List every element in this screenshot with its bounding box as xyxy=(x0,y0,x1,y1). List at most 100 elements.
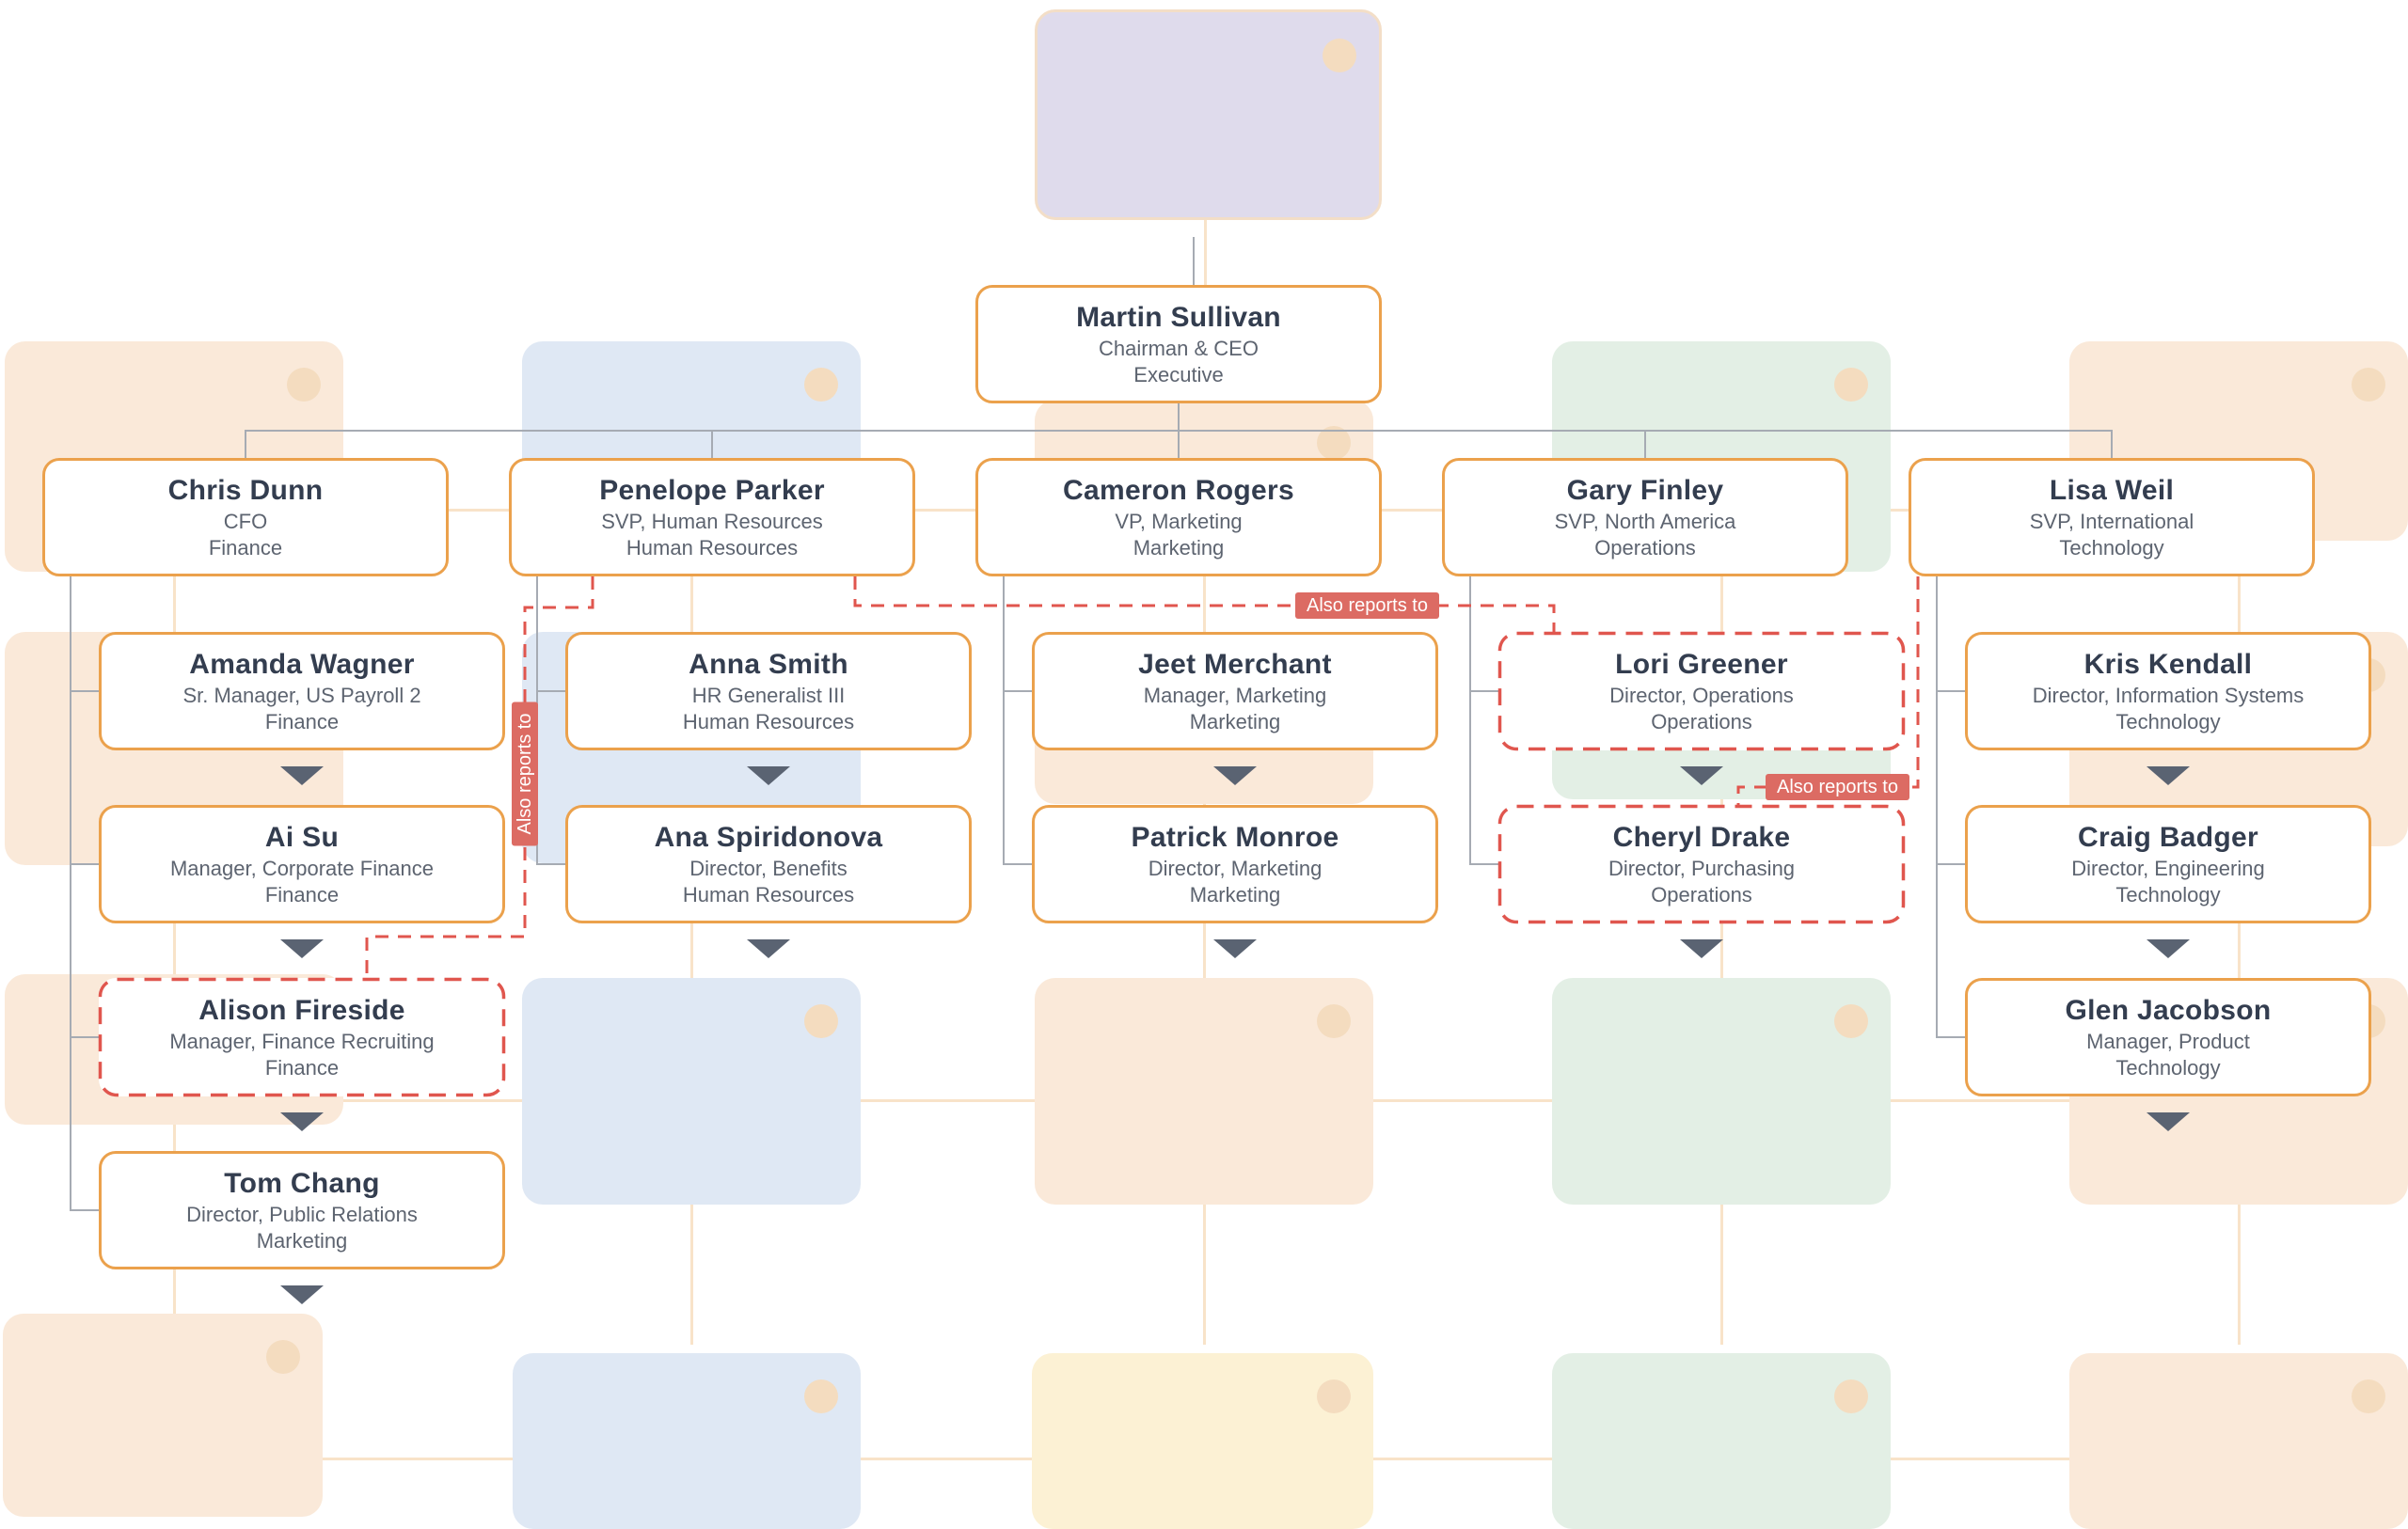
expand-collapsed-reports-icon[interactable] xyxy=(1213,766,1257,785)
person-name: Chris Dunn xyxy=(167,475,324,506)
reporting-line xyxy=(70,1036,99,1038)
person-title: SVP, North America xyxy=(1554,510,1736,533)
expand-collapsed-reports-icon[interactable] xyxy=(280,766,324,785)
expand-collapsed-reports-icon[interactable] xyxy=(2147,766,2190,785)
person-title: Director, Public Relations xyxy=(186,1203,418,1226)
person-name: Alison Fireside xyxy=(198,995,405,1026)
reporting-line xyxy=(711,430,713,458)
expand-collapsed-reports-icon[interactable] xyxy=(2147,1112,2190,1131)
reporting-line xyxy=(70,863,99,865)
faded-line xyxy=(1204,214,1207,285)
reporting-line xyxy=(536,690,565,692)
reporting-line xyxy=(70,576,71,1211)
expand-collapsed-reports-icon[interactable] xyxy=(2147,939,2190,958)
person-name: Craig Badger xyxy=(2078,822,2258,853)
person-title: Manager, Marketing xyxy=(1143,684,1327,707)
reporting-line xyxy=(70,1209,99,1211)
avatar-circle xyxy=(1317,426,1351,460)
person-title: Manager, Product xyxy=(2086,1030,2250,1053)
expand-collapsed-reports-icon[interactable] xyxy=(280,1112,324,1131)
person-department: Executive xyxy=(1133,363,1224,386)
avatar-circle xyxy=(804,1379,838,1413)
avatar-circle xyxy=(266,1340,300,1374)
avatar-circle xyxy=(2352,368,2385,402)
faded-line xyxy=(690,572,693,1345)
expand-collapsed-reports-icon[interactable] xyxy=(1680,939,1723,958)
expand-collapsed-reports-icon[interactable] xyxy=(1213,939,1257,958)
person-department: Marketing xyxy=(256,1229,348,1253)
person-name: Jeet Merchant xyxy=(1138,649,1332,680)
avatar-circle xyxy=(287,368,321,402)
reporting-line xyxy=(1936,576,1938,1038)
person-department: Finance xyxy=(264,883,340,906)
faded-line xyxy=(1203,574,1206,1345)
reporting-line xyxy=(1469,690,1498,692)
faded-placeholder-card xyxy=(513,1353,861,1529)
faded-placeholder-card xyxy=(1032,1353,1373,1529)
person-department: Finance xyxy=(264,1056,340,1080)
reporting-line xyxy=(1469,863,1498,865)
person-title: Manager, Finance Recruiting xyxy=(169,1030,435,1053)
also-reports-to-badge: Also reports to xyxy=(1295,592,1439,619)
person-title: HR Generalist III xyxy=(691,684,846,707)
reporting-line xyxy=(2111,430,2113,458)
person-department: Operations xyxy=(1651,883,1752,906)
expand-collapsed-reports-icon[interactable] xyxy=(747,939,790,958)
person-department: Marketing xyxy=(1189,883,1281,906)
expand-collapsed-reports-icon[interactable] xyxy=(280,939,324,958)
person-department: Human Resources xyxy=(626,536,799,560)
avatar-circle xyxy=(1834,1004,1868,1038)
person-name: Penelope Parker xyxy=(599,475,825,506)
faded-placeholder-card xyxy=(1552,1353,1891,1529)
person-title: Director, Information Systems xyxy=(2032,684,2305,707)
reporting-line xyxy=(1003,863,1032,865)
expand-collapsed-reports-icon[interactable] xyxy=(1680,766,1723,785)
person-name: Ana Spiridonova xyxy=(654,822,883,853)
reporting-line xyxy=(1193,237,1195,285)
person-department: Finance xyxy=(208,536,283,560)
reporting-line xyxy=(536,863,565,865)
also-reports-to-badge: Also reports to xyxy=(512,701,538,846)
faded-placeholder-card xyxy=(2069,1353,2408,1529)
person-name: Lisa Weil xyxy=(2049,475,2175,506)
person-name: Glen Jacobson xyxy=(2065,995,2272,1026)
avatar-circle xyxy=(804,368,838,402)
person-title: VP, Marketing xyxy=(1115,510,1243,533)
person-title: Director, Purchasing xyxy=(1608,857,1796,880)
person-title: Manager, Corporate Finance xyxy=(169,857,435,880)
person-title: Director, Engineering xyxy=(2071,857,2265,880)
faded-line xyxy=(1720,572,1723,1345)
avatar-circle xyxy=(804,1004,838,1038)
reporting-line xyxy=(245,430,246,458)
person-name: Martin Sullivan xyxy=(1076,302,1281,333)
reporting-line xyxy=(1644,430,1646,458)
expand-collapsed-reports-icon[interactable] xyxy=(280,1285,324,1304)
expand-collapsed-reports-icon[interactable] xyxy=(747,766,790,785)
person-department: Finance xyxy=(264,710,340,733)
person-department: Human Resources xyxy=(682,710,855,733)
person-name: Lori Greener xyxy=(1615,649,1788,680)
person-name: Cameron Rogers xyxy=(1063,475,1294,506)
person-name: Gary Finley xyxy=(1566,475,1724,506)
person-title: CFO xyxy=(223,510,268,533)
reporting-line xyxy=(1469,576,1471,865)
